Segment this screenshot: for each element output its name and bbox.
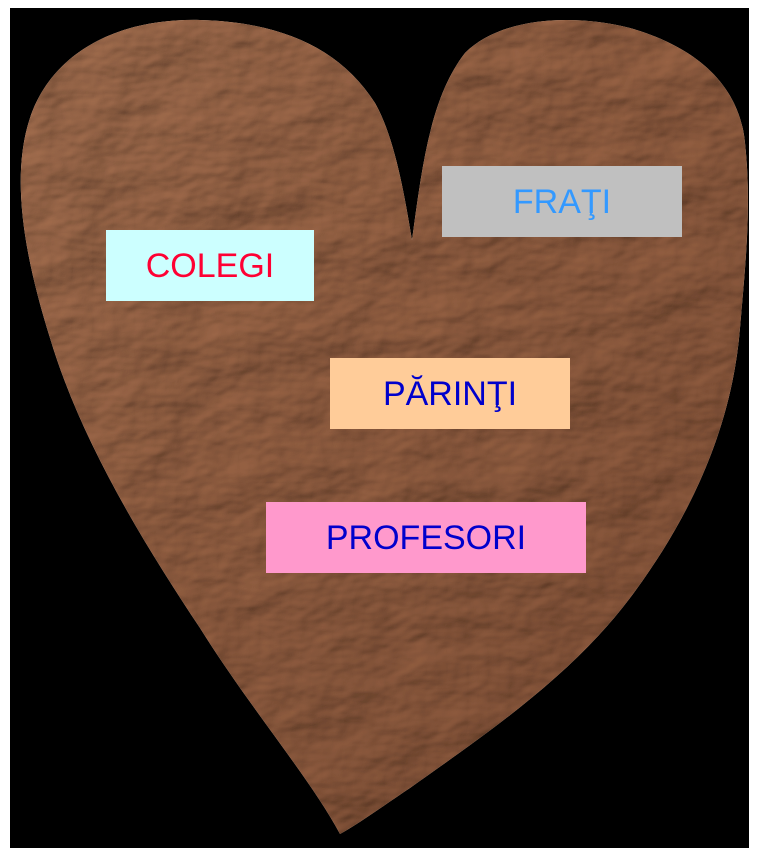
image-frame: FRAŢI COLEGI PĂRINŢI PROFESORI (10, 8, 749, 848)
colegi-label: COLEGI (106, 230, 314, 301)
parinti-label: PĂRINŢI (330, 358, 570, 429)
profesori-label: PROFESORI (266, 502, 586, 573)
frati-label: FRAŢI (442, 166, 682, 237)
